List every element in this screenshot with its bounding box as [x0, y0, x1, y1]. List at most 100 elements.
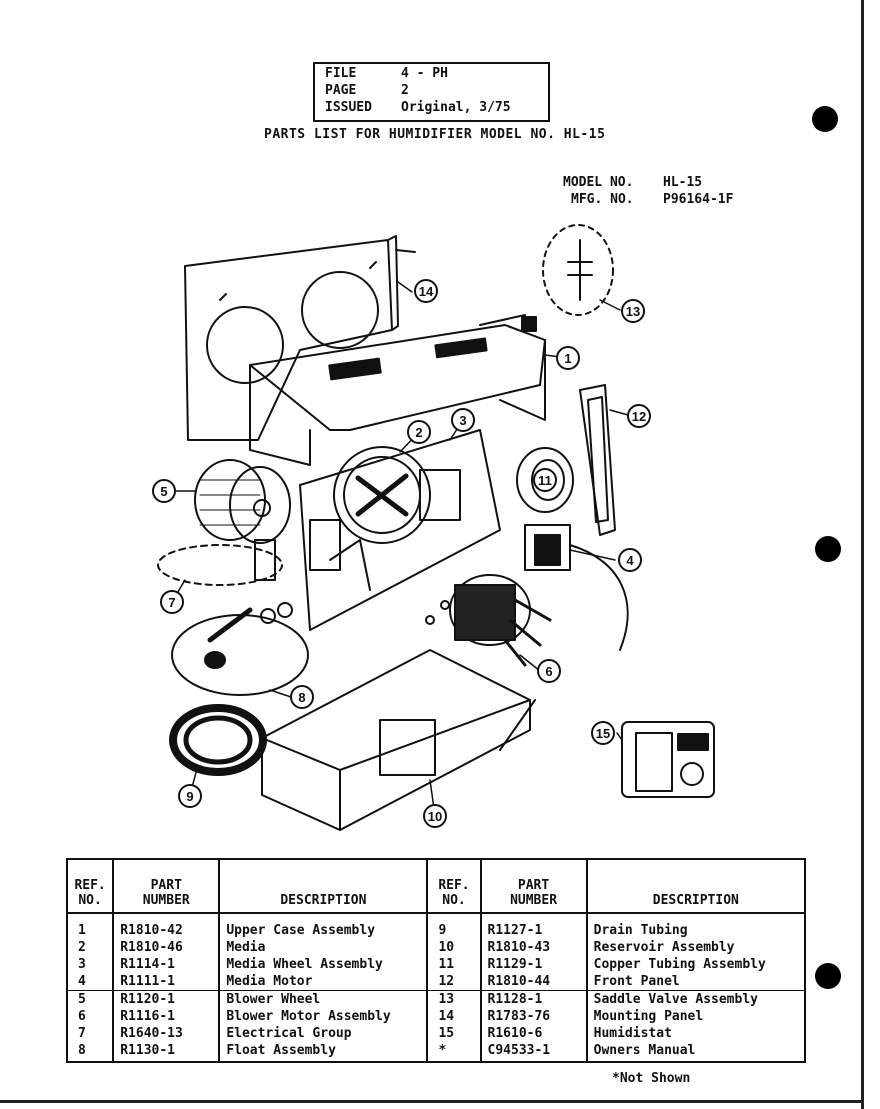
description-cell: Electrical Group	[218, 1025, 429, 1042]
part-header-right: PART NUMBER	[479, 858, 588, 914]
svg-text:1: 1	[564, 351, 571, 366]
part-number-cell: R1640-13	[112, 1025, 221, 1042]
exploded-parts-diagram: 14 13 1 12 2 3 11 5 4 7 6 8 15 9 10	[152, 224, 715, 831]
media-motor-drawing	[524, 524, 629, 651]
svg-text:10: 10	[428, 809, 442, 824]
media-wheel-drawing	[333, 446, 431, 544]
svg-text:13: 13	[626, 304, 640, 319]
description-cell: Media Motor	[218, 973, 429, 991]
ref-cell: 4	[65, 973, 115, 991]
part-number-cell: R1120-1	[112, 990, 221, 1008]
description-cell: Front Panel	[585, 973, 807, 991]
callout-7: 7	[160, 590, 184, 614]
drain-tubing-drawing	[169, 704, 267, 776]
ref-cell: 3	[65, 956, 115, 973]
blower-motor-drawing	[425, 574, 552, 667]
page-title: PARTS LIST FOR HUMIDIFIER MODEL NO. HL-1…	[264, 127, 606, 142]
file-label: FILE	[325, 66, 357, 81]
callout-4: 4	[618, 548, 642, 572]
model-value: HL-15	[663, 175, 703, 190]
page-border-bottom	[0, 1100, 864, 1103]
callout-14: 14	[414, 279, 438, 303]
ref-cell: 14	[426, 1008, 482, 1025]
saddle-valve-drawing	[542, 224, 614, 316]
part-number-cell: R1111-1	[112, 973, 221, 991]
description-cell: Mounting Panel	[585, 1008, 807, 1025]
description-cell: Copper Tubing Assembly	[585, 956, 807, 973]
part-number-cell: R1810-43	[479, 939, 588, 956]
svg-text:5: 5	[160, 484, 167, 499]
svg-text:9: 9	[186, 789, 193, 804]
callout-8: 8	[290, 685, 314, 709]
page-value: 2	[401, 83, 409, 98]
model-label: MODEL NO.	[563, 175, 634, 190]
svg-text:12: 12	[632, 409, 646, 424]
ref-cell: 11	[426, 956, 482, 973]
description-cell: Humidistat	[585, 1025, 807, 1042]
svg-text:11: 11	[538, 473, 552, 488]
mfg-label: MFG. NO.	[571, 192, 634, 207]
blower-wheel-drawing	[194, 459, 291, 544]
svg-text:15: 15	[596, 726, 610, 741]
front-panel-drawing	[579, 384, 616, 536]
svg-text:8: 8	[298, 690, 305, 705]
description-cell: Float Assembly	[218, 1042, 429, 1063]
mfg-value: P96164-1F	[663, 192, 734, 207]
binder-hole-icon	[815, 963, 841, 989]
svg-text:14: 14	[419, 284, 434, 299]
callout-2: 2	[407, 420, 431, 444]
binder-hole-icon	[812, 106, 838, 132]
ref-cell: 8	[65, 1042, 115, 1063]
float-assembly-drawing	[171, 602, 309, 696]
callout-12: 12	[627, 404, 651, 428]
reservoir-drawing	[261, 649, 536, 831]
model-row: MODEL NO. HL-15	[563, 175, 702, 190]
callout-6: 6	[537, 659, 561, 683]
callout-1: 1	[556, 346, 580, 370]
part-number-cell: R1114-1	[112, 956, 221, 973]
ref-header-right: REF. NO.	[426, 858, 482, 914]
footnote: *Not Shown	[612, 1071, 691, 1086]
svg-text:3: 3	[459, 413, 466, 428]
part-number-cell: R1610-6	[479, 1025, 588, 1042]
desc-header-right: DESCRIPTION	[585, 858, 807, 914]
table-header-row: REF. NO. PART NUMBER DESCRIPTION REF. NO…	[65, 858, 807, 914]
part-number-cell: R1810-46	[112, 939, 221, 956]
page-border-right	[861, 0, 864, 1109]
ref-cell: *	[426, 1042, 482, 1063]
callout-3: 3	[451, 408, 475, 432]
ref-cell: 9	[426, 913, 482, 939]
part-header-left: PART NUMBER	[112, 858, 221, 914]
callout-10: 10	[423, 804, 447, 828]
mounting-panel-drawing	[184, 235, 416, 441]
svg-text:4: 4	[626, 553, 634, 568]
description-cell: Media Wheel Assembly	[218, 956, 429, 973]
part-number-cell: R1128-1	[479, 990, 588, 1008]
desc-header-left: DESCRIPTION	[218, 858, 429, 914]
humidistat-drawing	[621, 721, 715, 798]
part-number-cell: R1129-1	[479, 956, 588, 973]
ref-header-left: REF. NO.	[65, 858, 115, 914]
ref-cell: 1	[65, 913, 115, 939]
ref-cell: 12	[426, 973, 482, 991]
description-cell: Drain Tubing	[585, 913, 807, 939]
description-cell: Upper Case Assembly	[218, 913, 429, 939]
callout-13: 13	[621, 299, 645, 323]
description-cell: Media	[218, 939, 429, 956]
ref-cell: 15	[426, 1025, 482, 1042]
description-cell: Reservoir Assembly	[585, 939, 807, 956]
callout-15: 15	[591, 721, 615, 745]
part-number-cell: R1810-42	[112, 913, 221, 939]
part-number-cell: C94533-1	[479, 1042, 588, 1063]
